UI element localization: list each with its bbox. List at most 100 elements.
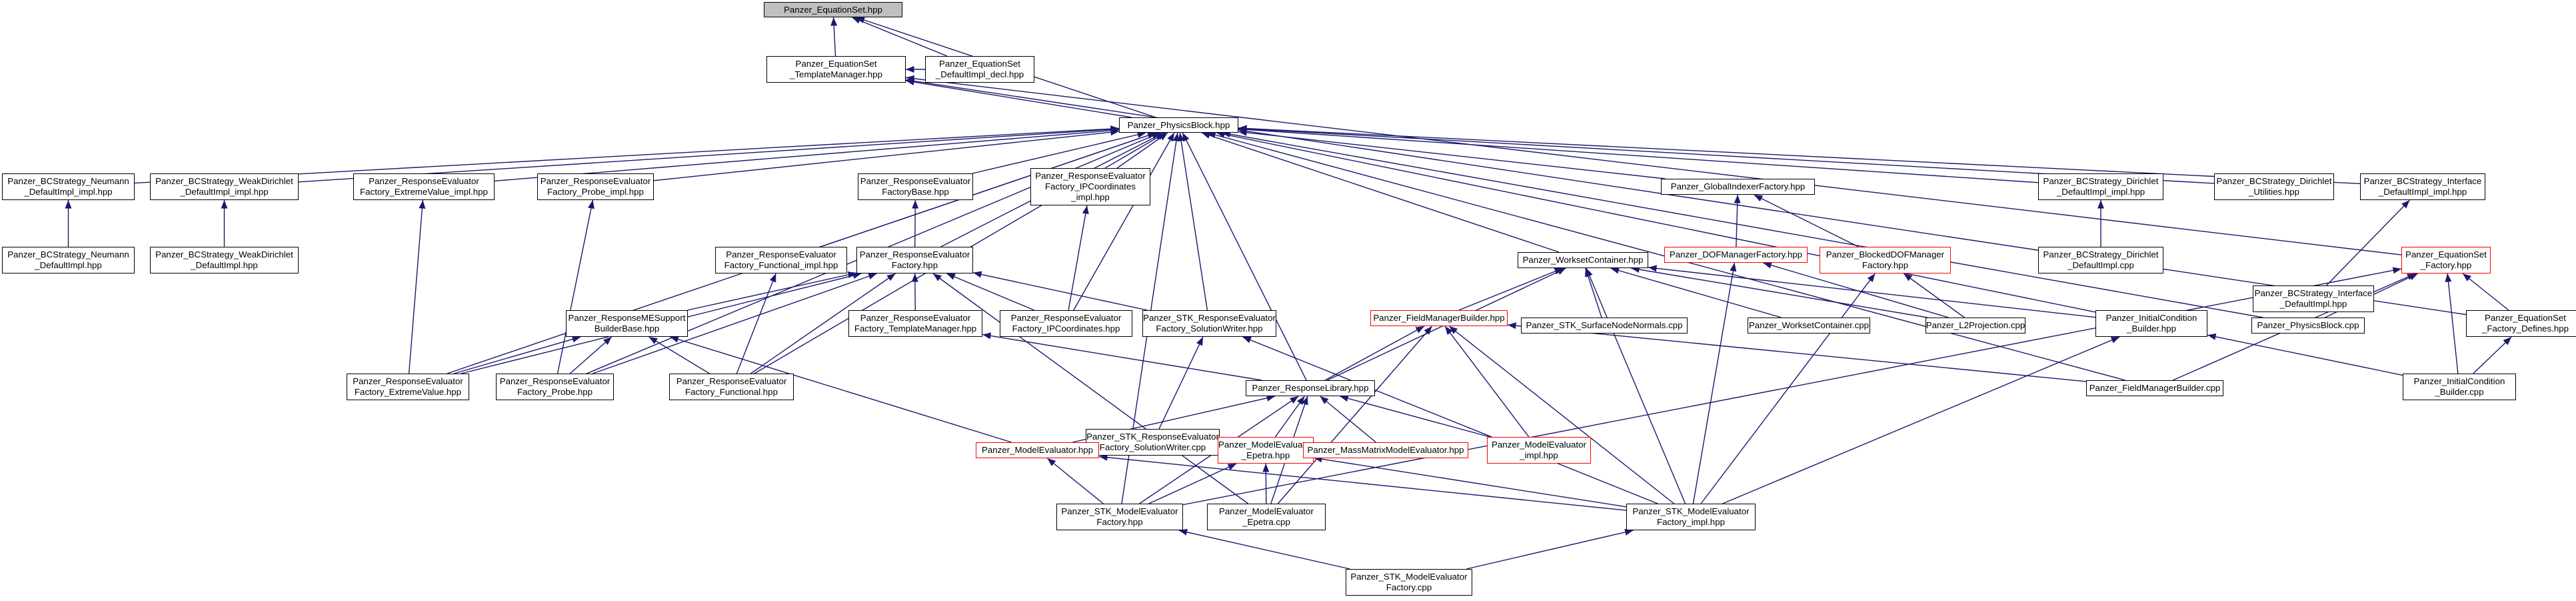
- node-label-line: Panzer_ResponseEvaluator: [860, 313, 971, 323]
- edge-stkfi-to-me: [1098, 454, 1627, 511]
- node-label-line: _Factory_Defines.hpp: [2481, 324, 2569, 334]
- node-label-line: Panzer_FieldManagerBuilder.hpp: [1373, 313, 1505, 323]
- graph-node-esfd[interactable]: Panzer_EquationSet_Factory_Defines.hpp: [2466, 310, 2576, 337]
- graph-node-bcdu[interactable]: Panzer_BCStrategy_Dirichlet_Utilities.hp…: [2214, 173, 2334, 200]
- node-label-line: Panzer_ModelEvaluator: [1492, 440, 1586, 450]
- graph-node-rl[interactable]: Panzer_ResponseLibrary.hpp: [1246, 380, 1375, 396]
- node-label-line: Panzer_ResponseEvaluator: [726, 249, 836, 259]
- graph-node-mei[interactable]: Panzer_ModelEvaluator_impl.hpp: [1487, 437, 1591, 464]
- node-label-line: _Builder.cpp: [2435, 387, 2484, 397]
- graph-node-bcw[interactable]: Panzer_BCStrategy_WeakDirichlet_DefaultI…: [150, 247, 299, 273]
- graph-node-fmb[interactable]: Panzer_FieldManagerBuilder.hpp: [1370, 310, 1508, 326]
- edge-bcn_i-to-pb: [134, 125, 1120, 184]
- node-label-line: Panzer_ResponseLibrary.hpp: [1252, 383, 1369, 393]
- graph-node-bci-i[interactable]: Panzer_BCStrategy_Interface_DefaultImpl_…: [2360, 173, 2485, 200]
- node-label-line: _DefaultImpl_decl.hpp: [935, 69, 1024, 79]
- node-label-line: Panzer_ResponseEvaluator: [499, 376, 611, 386]
- edge-stkf-to-mee: [1148, 463, 1237, 504]
- node-label-line: _impl.hpp: [1071, 192, 1110, 202]
- edge-l2-to-bdofm: [1903, 273, 1965, 318]
- graph-node-dofm[interactable]: Panzer_DOFManagerFactory.hpp: [1664, 247, 1808, 263]
- graph-node-mee[interactable]: Panzer_ModelEvaluator_Epetra.hpp: [1218, 437, 1314, 464]
- graph-node-pbcpp[interactable]: Panzer_PhysicsBlock.cpp: [2251, 318, 2365, 334]
- edge-mee-to-rl: [1274, 396, 1305, 438]
- edge-ev_i-to-pb: [494, 127, 1120, 182]
- graph-node-tm[interactable]: Panzer_EquationSet_TemplateManager.hpp: [766, 56, 906, 83]
- edge-bci-to-bci_i: [2326, 199, 2410, 286]
- edge-sw-to-ref: [972, 271, 1148, 311]
- edge-icbcpp-to-icb: [2207, 333, 2403, 376]
- node-label-line: Panzer_PhysicsBlock.hpp: [1127, 119, 1230, 130]
- node-label-line: Panzer_ModelEvaluator.hpp: [981, 445, 1094, 455]
- node-label-line: Factory_TemplateManager.hpp: [854, 324, 977, 334]
- graph-node-icb[interactable]: Panzer_InitialCondition_Builder.hpp: [2095, 310, 2207, 337]
- node-label-line: Factory.cpp: [1386, 582, 1432, 592]
- node-label-line: Factory_IPCoordinates: [1045, 181, 1136, 191]
- graph-node-snn[interactable]: Panzer_STK_SurfaceNodeNormals.cpp: [1521, 318, 1688, 334]
- edge-ipc-to-ipc_i: [1068, 205, 1089, 311]
- graph-node-l2[interactable]: Panzer_L2Projection.cpp: [1926, 318, 2025, 334]
- graph-node-wc[interactable]: Panzer_WorksetContainer.hpp: [1518, 252, 1648, 268]
- graph-node-gif[interactable]: Panzer_GlobalIndexerFactory.hpp: [1661, 179, 1815, 195]
- node-label-line: Panzer_EquationSet: [795, 59, 877, 69]
- node-label-line: Panzer_BlockedDOFManager: [1826, 249, 1945, 259]
- graph-node-bci[interactable]: Panzer_BCStrategy_Interface_DefaultImpl.…: [2253, 285, 2374, 312]
- edge-gif-to-pb: [1238, 129, 1666, 179]
- graph-node-bcd-i[interactable]: Panzer_BCStrategy_Dirichlet_DefaultImpl_…: [2038, 173, 2163, 200]
- node-label-line: Panzer_ModelEvaluator: [1219, 506, 1314, 516]
- node-label-line: _DefaultImpl_impl.hpp: [2056, 187, 2145, 197]
- node-label-line: _Builder.hpp: [2127, 324, 2176, 334]
- node-label-line: FactoryBase.hpp: [882, 187, 949, 197]
- node-label-line: Panzer_BCStrategy_Dirichlet: [2043, 249, 2159, 259]
- node-label-line: Panzer_ResponseEvaluator: [676, 376, 787, 386]
- edge-ref-to-fb: [912, 199, 919, 247]
- graph-node-wccpp[interactable]: Panzer_WorksetContainer.cpp: [1748, 318, 1870, 334]
- graph-node-bcn-i[interactable]: Panzer_BCStrategy_Neumann_DefaultImpl_im…: [2, 173, 135, 200]
- node-label-line: Panzer_ResponseEvaluator: [540, 176, 651, 186]
- node-label-line: Panzer_BCStrategy_Interface: [2363, 176, 2482, 186]
- node-label-line: Panzer_ResponseEvaluator: [369, 176, 479, 186]
- graph-node-icbcpp[interactable]: Panzer_InitialCondition_Builder.cpp: [2403, 374, 2516, 400]
- node-label-line: _DefaultImpl.hpp: [35, 260, 102, 270]
- node-label-line: Panzer_BCStrategy_WeakDirichlet: [155, 176, 293, 186]
- edge-stkfi-to-wc: [1586, 267, 1686, 504]
- graph-node-pb[interactable]: Panzer_PhysicsBlock.hpp: [1119, 117, 1238, 133]
- graph-node-bcd[interactable]: Panzer_BCStrategy_Dirichlet_DefaultImpl.…: [2038, 247, 2163, 273]
- graph-node-me[interactable]: Panzer_ModelEvaluator.hpp: [976, 442, 1099, 458]
- graph-node-fmbcpp[interactable]: Panzer_FieldManagerBuilder.cpp: [2086, 380, 2223, 396]
- graph-node-esf[interactable]: Panzer_EquationSet_Factory.hpp: [2401, 247, 2491, 273]
- node-label-line: Factory_ExtremeValue.hpp: [354, 387, 462, 397]
- graph-node-bcn[interactable]: Panzer_BCStrategy_Neumann_DefaultImpl.hp…: [2, 247, 135, 273]
- graph-node-ddecl[interactable]: Panzer_EquationSet_DefaultImpl_decl.hpp: [925, 56, 1034, 83]
- node-label-line: Panzer_BCStrategy_Neumann: [7, 249, 129, 259]
- graph-node-meecpp[interactable]: Panzer_ModelEvaluator_Epetra.cpp: [1207, 504, 1326, 530]
- graph-node-bcw-i[interactable]: Panzer_BCStrategy_WeakDirichlet_DefaultI…: [150, 173, 299, 200]
- node-label-line: Panzer_FieldManagerBuilder.cpp: [2089, 383, 2221, 393]
- edge-dofm-to-gif: [1734, 194, 1741, 247]
- node-label-line: Factory.hpp: [1096, 517, 1143, 527]
- edge-pr-to-ref: [593, 273, 877, 374]
- edge-meecpp-to-fmb: [1277, 326, 1433, 504]
- graph-node-mm[interactable]: Panzer_MassMatrixModelEvaluator.hpp: [1303, 442, 1468, 458]
- edge-ev-to-ev_i: [408, 199, 426, 374]
- edge-ipc-to-pb: [1073, 132, 1175, 311]
- edge-ev-to-mes: [453, 336, 581, 374]
